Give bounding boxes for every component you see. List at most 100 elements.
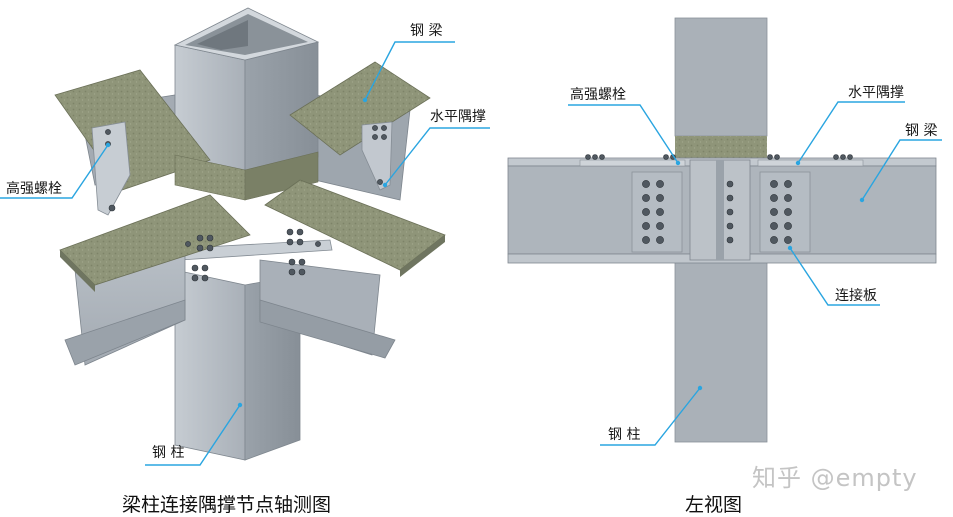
bolt-icon	[642, 208, 650, 216]
bolt-icon	[833, 154, 839, 160]
slab-front-right-edge	[400, 235, 445, 277]
bolt-icon	[784, 236, 792, 244]
leader-column-left	[145, 404, 241, 466]
leader-dot	[237, 402, 243, 408]
bolt-icon	[286, 228, 294, 236]
bolt-icon	[206, 244, 214, 252]
leader-beam-right	[861, 139, 942, 201]
bolt-icon	[286, 238, 294, 246]
bolt-icon	[298, 258, 306, 266]
column-bottom-front	[174, 269, 246, 461]
leader-dot	[675, 160, 681, 166]
axo-bolt-groups	[105, 125, 387, 282]
bolt-icon	[585, 154, 591, 160]
bolt-icon	[206, 234, 214, 242]
bolt-icon	[656, 194, 664, 202]
bolt-icon	[770, 236, 778, 244]
bolt-icon	[288, 258, 296, 266]
bolt-icon	[726, 194, 734, 202]
label-steel-beam-axo: 钢 梁	[410, 23, 443, 39]
bolt-icon	[296, 228, 304, 236]
brace-left-plate	[91, 121, 131, 216]
bolt-icon	[656, 180, 664, 188]
bolt-icon	[296, 238, 304, 246]
bolt-icon	[767, 154, 773, 160]
bolt-icon	[656, 208, 664, 216]
leader-plate-right	[789, 247, 880, 306]
leader-dot	[105, 142, 111, 148]
slab-front-left-edge	[60, 250, 95, 292]
side-center-web	[716, 160, 724, 260]
front-left-beam-bottom-flange	[64, 299, 186, 366]
label-steel-column-side: 钢 柱	[608, 427, 641, 443]
bolt-icon	[840, 154, 846, 160]
bolt-icon	[592, 154, 598, 160]
bolt-icon	[201, 264, 209, 272]
leader-dot	[787, 245, 793, 251]
leader-bolt-left	[0, 144, 109, 199]
leader-dot	[362, 97, 368, 103]
bolt-icon	[770, 208, 778, 216]
bolt-icon	[108, 204, 116, 212]
label-horizontal-brace-side: 水平隅撑	[848, 85, 904, 101]
label-steel-beam-side: 钢 梁	[905, 123, 938, 139]
leader-column-right	[600, 387, 701, 446]
bolt-icon	[726, 236, 734, 244]
bolt-icon	[642, 222, 650, 230]
bolt-icon	[196, 234, 204, 242]
label-high-strength-bolt-axo: 高强螺栓	[6, 181, 62, 197]
caption-side-view: 左视图	[685, 494, 743, 516]
leader-dot	[795, 160, 801, 166]
column-concrete-band-side	[244, 151, 319, 201]
bolt-icon	[642, 236, 650, 244]
watermark: 知乎 @empty	[752, 464, 918, 492]
bolt-icon	[726, 180, 734, 188]
bolt-icon	[298, 268, 306, 276]
slab-back-right	[289, 61, 431, 156]
bolt-icon	[656, 222, 664, 230]
bolt-icon	[288, 268, 296, 276]
side-column-concrete	[675, 136, 767, 158]
bolt-icon	[642, 194, 650, 202]
bolt-icon	[191, 264, 199, 272]
label-high-strength-bolt-side: 高强螺栓	[570, 87, 626, 103]
side-view	[507, 17, 942, 446]
bolt-icon	[784, 180, 792, 188]
bolt-icon	[770, 180, 778, 188]
bolt-icon	[105, 129, 111, 135]
bolt-icon	[770, 222, 778, 230]
column-hollow-inner	[197, 20, 248, 50]
bolt-icon	[372, 125, 378, 131]
leader-dot	[382, 182, 388, 188]
bolt-icon	[726, 208, 734, 216]
bolt-icon	[847, 154, 853, 160]
bolt-icon	[784, 208, 792, 216]
bolt-icon	[381, 134, 387, 140]
bolt-icon	[726, 222, 734, 230]
axonometric-view	[0, 7, 490, 466]
bolt-icon	[201, 274, 209, 282]
side-brace-left	[579, 159, 686, 167]
bolt-icon	[372, 134, 378, 140]
leader-dot	[697, 385, 703, 391]
side-column-lower	[674, 261, 768, 443]
leader-beam-left	[364, 41, 455, 101]
bolt-icon	[196, 244, 204, 252]
leader-brace-left	[384, 127, 490, 186]
bolt-icon	[599, 154, 605, 160]
bolt-icon	[774, 154, 780, 160]
bolt-icon	[377, 179, 383, 185]
bolt-icon	[770, 194, 778, 202]
bolt-icon	[191, 274, 199, 282]
label-steel-column-axo: 钢 柱	[152, 445, 185, 461]
leader-bolt-right	[568, 104, 679, 164]
side-bolt-groups	[585, 154, 853, 244]
front-right-beam-bottom-flange	[259, 299, 396, 359]
leader-brace-right	[797, 101, 905, 164]
bolt-icon	[656, 236, 664, 244]
bolt-icon	[784, 222, 792, 230]
bolt-icon	[381, 125, 387, 131]
bolt-icon	[185, 241, 191, 247]
bolt-icon	[642, 180, 650, 188]
